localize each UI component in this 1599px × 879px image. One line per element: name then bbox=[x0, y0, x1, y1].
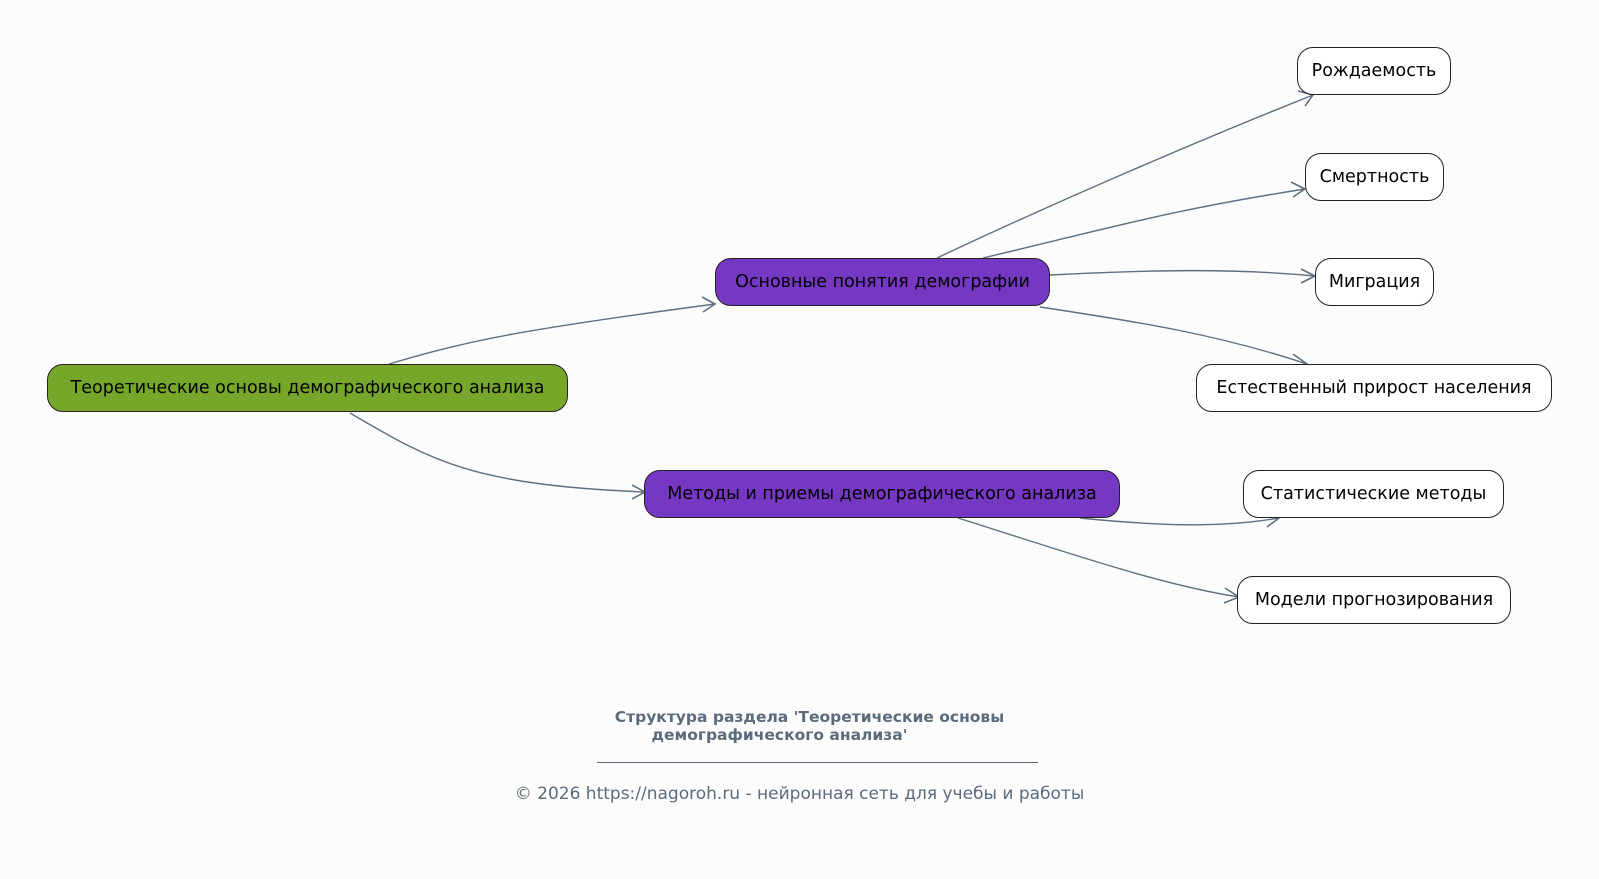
edge-basic-to-mortality bbox=[982, 188, 1306, 259]
leaf-node-label: Миграция bbox=[1328, 272, 1421, 292]
footer-copyright: © 2026 https://nagoroh.ru - нейронная се… bbox=[514, 784, 1085, 804]
leaf-node-forecasting-models[interactable]: Модели прогнозирования bbox=[1237, 576, 1511, 624]
edge-methods-to-forecasting bbox=[957, 517, 1240, 598]
edge-root-to-basic-concepts bbox=[388, 303, 716, 365]
leaf-node-label: Модели прогнозирования bbox=[1254, 590, 1494, 610]
leaf-node-statistical-methods[interactable]: Статистические методы bbox=[1243, 470, 1504, 518]
leaf-node-natural-growth[interactable]: Естественный прирост населения bbox=[1196, 364, 1552, 412]
leaf-node-natality[interactable]: Рождаемость bbox=[1297, 47, 1451, 95]
leaf-node-label: Смертность bbox=[1319, 167, 1430, 187]
edge-basic-to-natural-growth bbox=[1039, 306, 1308, 365]
leaf-node-label: Статистические методы bbox=[1260, 484, 1487, 504]
branch-node-label: Методы и приемы демографического анализа bbox=[667, 484, 1097, 504]
caption-line-1: Структура раздела 'Теоретические основы bbox=[614, 708, 1005, 726]
caption-divider bbox=[597, 762, 1038, 763]
arrowhead-icon bbox=[701, 296, 717, 313]
root-node[interactable]: Теоретические основы демографического ан… bbox=[47, 364, 568, 412]
branch-node-methods[interactable]: Методы и приемы демографического анализа bbox=[644, 470, 1120, 518]
diagram-caption: Структура раздела 'Теоретические основы … bbox=[0, 708, 1599, 744]
leaf-node-migration[interactable]: Миграция bbox=[1315, 258, 1434, 306]
branch-node-label: Основные понятия демографии bbox=[735, 272, 1030, 292]
edge-basic-to-natality bbox=[936, 94, 1314, 259]
branch-node-basic-concepts[interactable]: Основные понятия демографии bbox=[715, 258, 1050, 306]
leaf-node-label: Естественный прирост населения bbox=[1216, 378, 1532, 398]
arrowhead-icon bbox=[1297, 90, 1315, 107]
edge-root-to-methods bbox=[349, 412, 646, 493]
root-node-label: Теоретические основы демографического ан… bbox=[70, 378, 545, 398]
edge-methods-to-statistics bbox=[1079, 517, 1280, 526]
leaf-node-label: Рождаемость bbox=[1311, 61, 1437, 81]
leaf-node-mortality[interactable]: Смертность bbox=[1305, 153, 1444, 201]
edge-basic-to-migration bbox=[1048, 269, 1316, 277]
caption-line-2: демографического анализа' bbox=[651, 726, 908, 744]
